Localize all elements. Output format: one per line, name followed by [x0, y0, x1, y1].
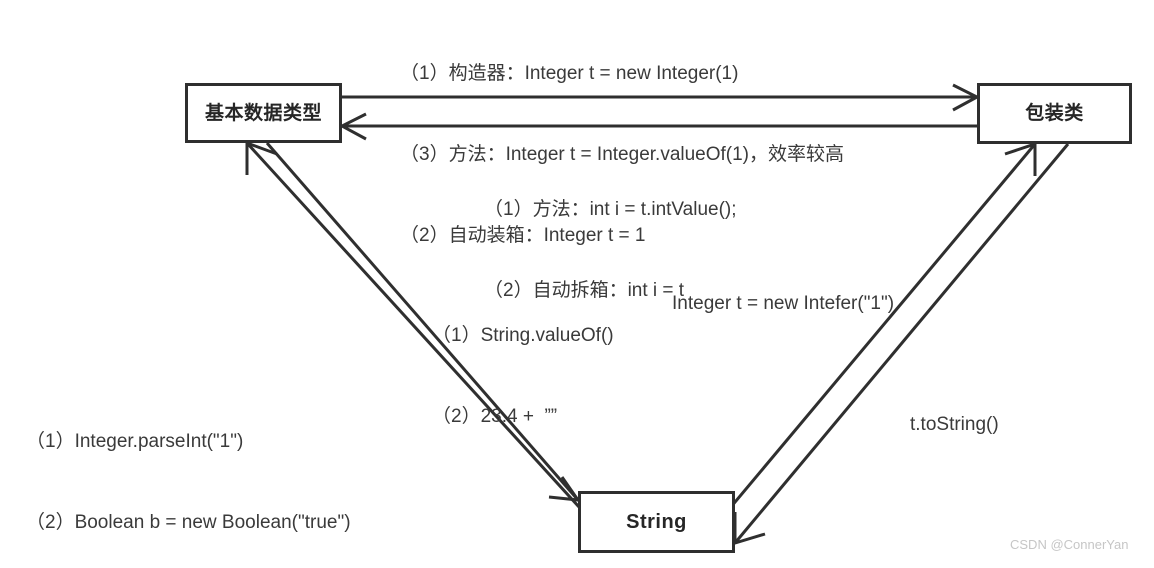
annotation-primitive-to-string-line-1: （1）String.valueOf() — [432, 325, 614, 346]
annotation-unboxing-line-2: （2）自动拆箱：int i = t — [484, 280, 685, 301]
annotation-boxing-line-2: （3）方法：Integer t = Integer.valueOf(1)，效率较… — [400, 144, 845, 165]
annotation-primitive-to-string: （1）String.valueOf() （2）23.4 + ”” — [432, 268, 614, 484]
annotation-string-to-wrapper: Integer t = new Intefer("1") — [672, 236, 894, 371]
arrowhead-string-to-primitive — [245, 140, 278, 175]
annotation-primitive-to-string-line-2: （2）23.4 + ”” — [432, 406, 558, 427]
edge-primitive-to-string — [265, 142, 580, 501]
edge-string-to-primitive — [245, 141, 602, 532]
annotation-boxing-line-1: （1）构造器：Integer t = new Integer(1) — [400, 63, 739, 84]
annotation-string-to-primitive-line-1: （1）Integer.parseInt("1") — [26, 431, 244, 452]
annotation-string-to-primitive: （1）Integer.parseInt("1") （2）Boolean b = … — [26, 374, 442, 568]
annotation-boxing: （1）构造器：Integer t = new Integer(1) （3）方法：… — [400, 6, 844, 303]
annotation-string-to-primitive-line-2: （2）Boolean b = new Boolean("true") — [26, 512, 351, 533]
annotation-unboxing-line-1: （1）方法：int i = t.intValue(); — [484, 199, 737, 220]
annotation-wrapper-to-string-line-1: t.toString() — [910, 414, 999, 435]
node-string[interactable]: String — [578, 491, 735, 553]
node-wrapper-class[interactable]: 包装类 — [977, 83, 1132, 144]
arrowhead-wrapper-to-string — [733, 512, 766, 546]
annotation-boxing-line-3: （2）自动装箱：Integer t = 1 — [400, 225, 646, 246]
node-primitive-type[interactable]: 基本数据类型 — [185, 83, 342, 143]
watermark: CSDN @ConnerYan — [1010, 537, 1129, 552]
node-string-label: String — [626, 511, 687, 533]
node-primitive-type-label: 基本数据类型 — [204, 102, 322, 124]
edge-string-to-wrapper — [718, 143, 1037, 521]
annotation-wrapper-to-string: t.toString() — [910, 357, 999, 492]
annotation-string-to-wrapper-line-1: Integer t = new Intefer("1") — [672, 293, 895, 314]
arrowhead-unboxing — [338, 112, 367, 141]
annotation-unboxing: （1）方法：int i = t.intValue(); （2）自动拆箱：int … — [484, 142, 737, 358]
node-wrapper-class-label: 包装类 — [1025, 103, 1084, 124]
edge-wrapper-to-string — [733, 143, 1070, 544]
arrowhead-string-to-wrapper — [1004, 141, 1037, 176]
